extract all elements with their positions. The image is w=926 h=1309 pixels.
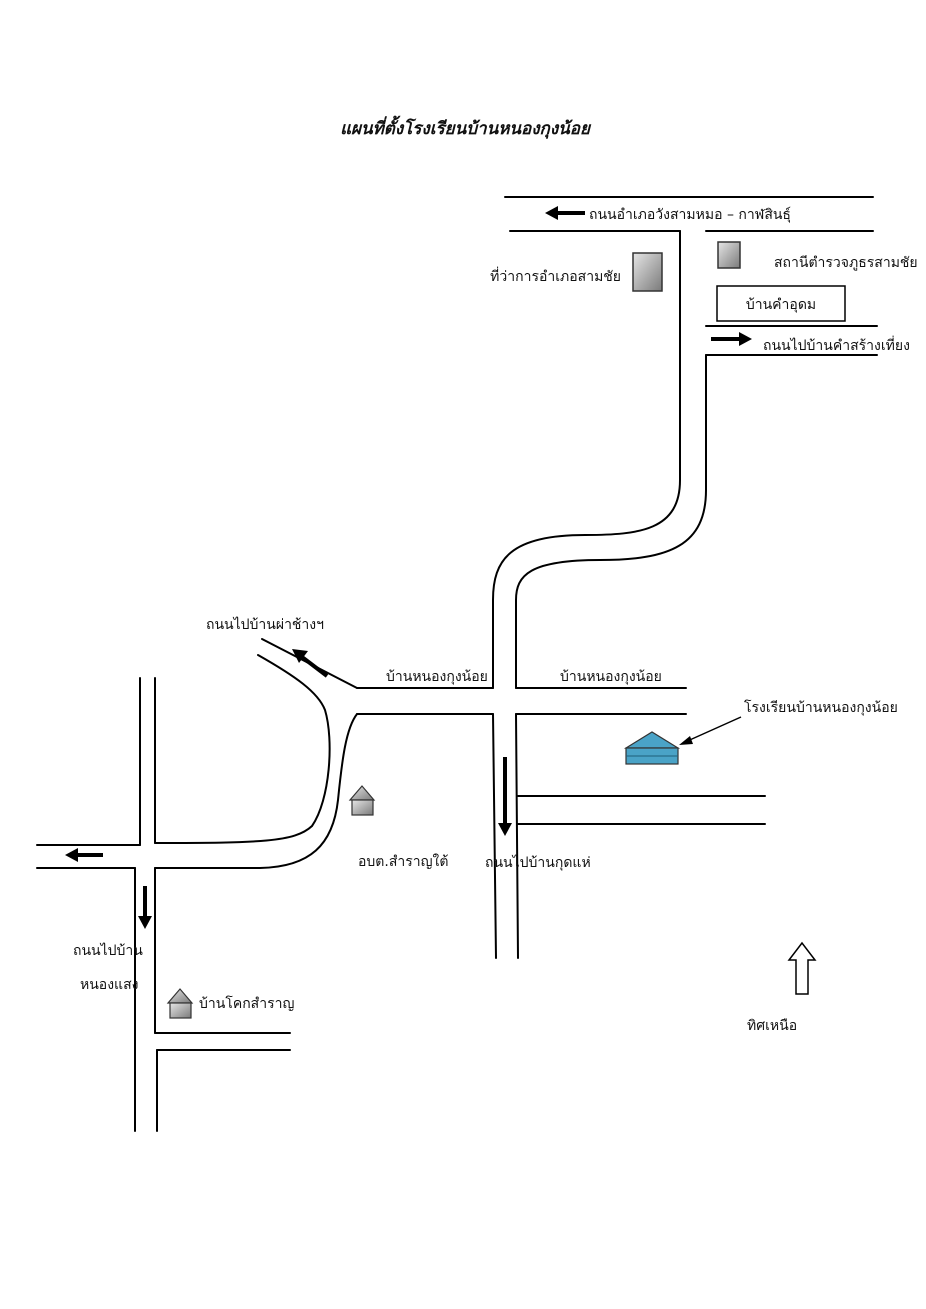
label-village-right: บ้านหนองกุงน้อย — [560, 669, 662, 685]
road-main-left-edge — [492, 230, 681, 689]
label-road-top: ถนนอำเภอวังสามหมอ – กาฬสินธุ์ — [589, 206, 791, 223]
direction-arrows — [65, 206, 752, 929]
house-icon — [166, 988, 194, 1019]
house-icon — [348, 785, 376, 816]
arrow-down-icon — [138, 886, 152, 929]
map-title: แผนที่ตั้งโรงเรียนบ้านหนองกุงน้อย — [340, 115, 592, 139]
arrow-northwest-icon — [292, 649, 329, 678]
label-village-left: บ้านหนองกุงน้อย — [386, 669, 488, 685]
label-ban-khok-samran: บ้านโคกสำราญ — [199, 995, 294, 1012]
roads — [36, 196, 878, 1132]
arrow-left-icon — [545, 206, 585, 220]
road-south-left-edge — [492, 713, 497, 959]
label-ban-kham-udom: บ้านคำอุดม — [746, 297, 816, 313]
road-main-right-edge — [515, 354, 707, 689]
building-icon — [632, 252, 663, 292]
ban-kham-udom-box — [716, 285, 846, 322]
arrow-left-icon — [65, 848, 103, 862]
label-road-pha-chang: ถนนไปบ้านผ่าช้างฯ — [206, 616, 324, 633]
label-road-kham-sang-thiang: ถนนไปบ้านคำสร้างเที่ยง — [763, 336, 910, 354]
label-police-station: สถานีตำรวจภูธรสามชัย — [774, 255, 918, 271]
label-road-kut-hae: ถนนไปบ้านกุดแห่ — [485, 854, 591, 871]
road-nw-diagonal-curve — [154, 654, 331, 844]
school-icon — [623, 731, 681, 765]
road-nw-diagonal-curve-inner — [154, 713, 358, 869]
road-south-right-edge — [515, 713, 519, 959]
label-road-nong-saeng-line1: ถนนไปบ้าน — [73, 942, 143, 959]
arrow-down-icon — [498, 757, 512, 836]
school-pointer-line — [682, 716, 742, 744]
label-school: โรงเรียนบ้านหนองกุงน้อย — [744, 699, 898, 716]
arrow-right-icon — [711, 332, 752, 346]
building-icon — [717, 241, 741, 269]
label-north: ทิศเหนือ — [747, 1018, 797, 1034]
label-road-nong-saeng-line2: หนองแสง — [80, 977, 138, 993]
label-district-office: ที่ว่าการอำเภอสามชัย — [490, 267, 621, 285]
north-arrow-icon — [787, 941, 817, 995]
school-pointer-head — [679, 736, 693, 745]
label-sao: อบต.สำราญใต้ — [358, 853, 448, 870]
